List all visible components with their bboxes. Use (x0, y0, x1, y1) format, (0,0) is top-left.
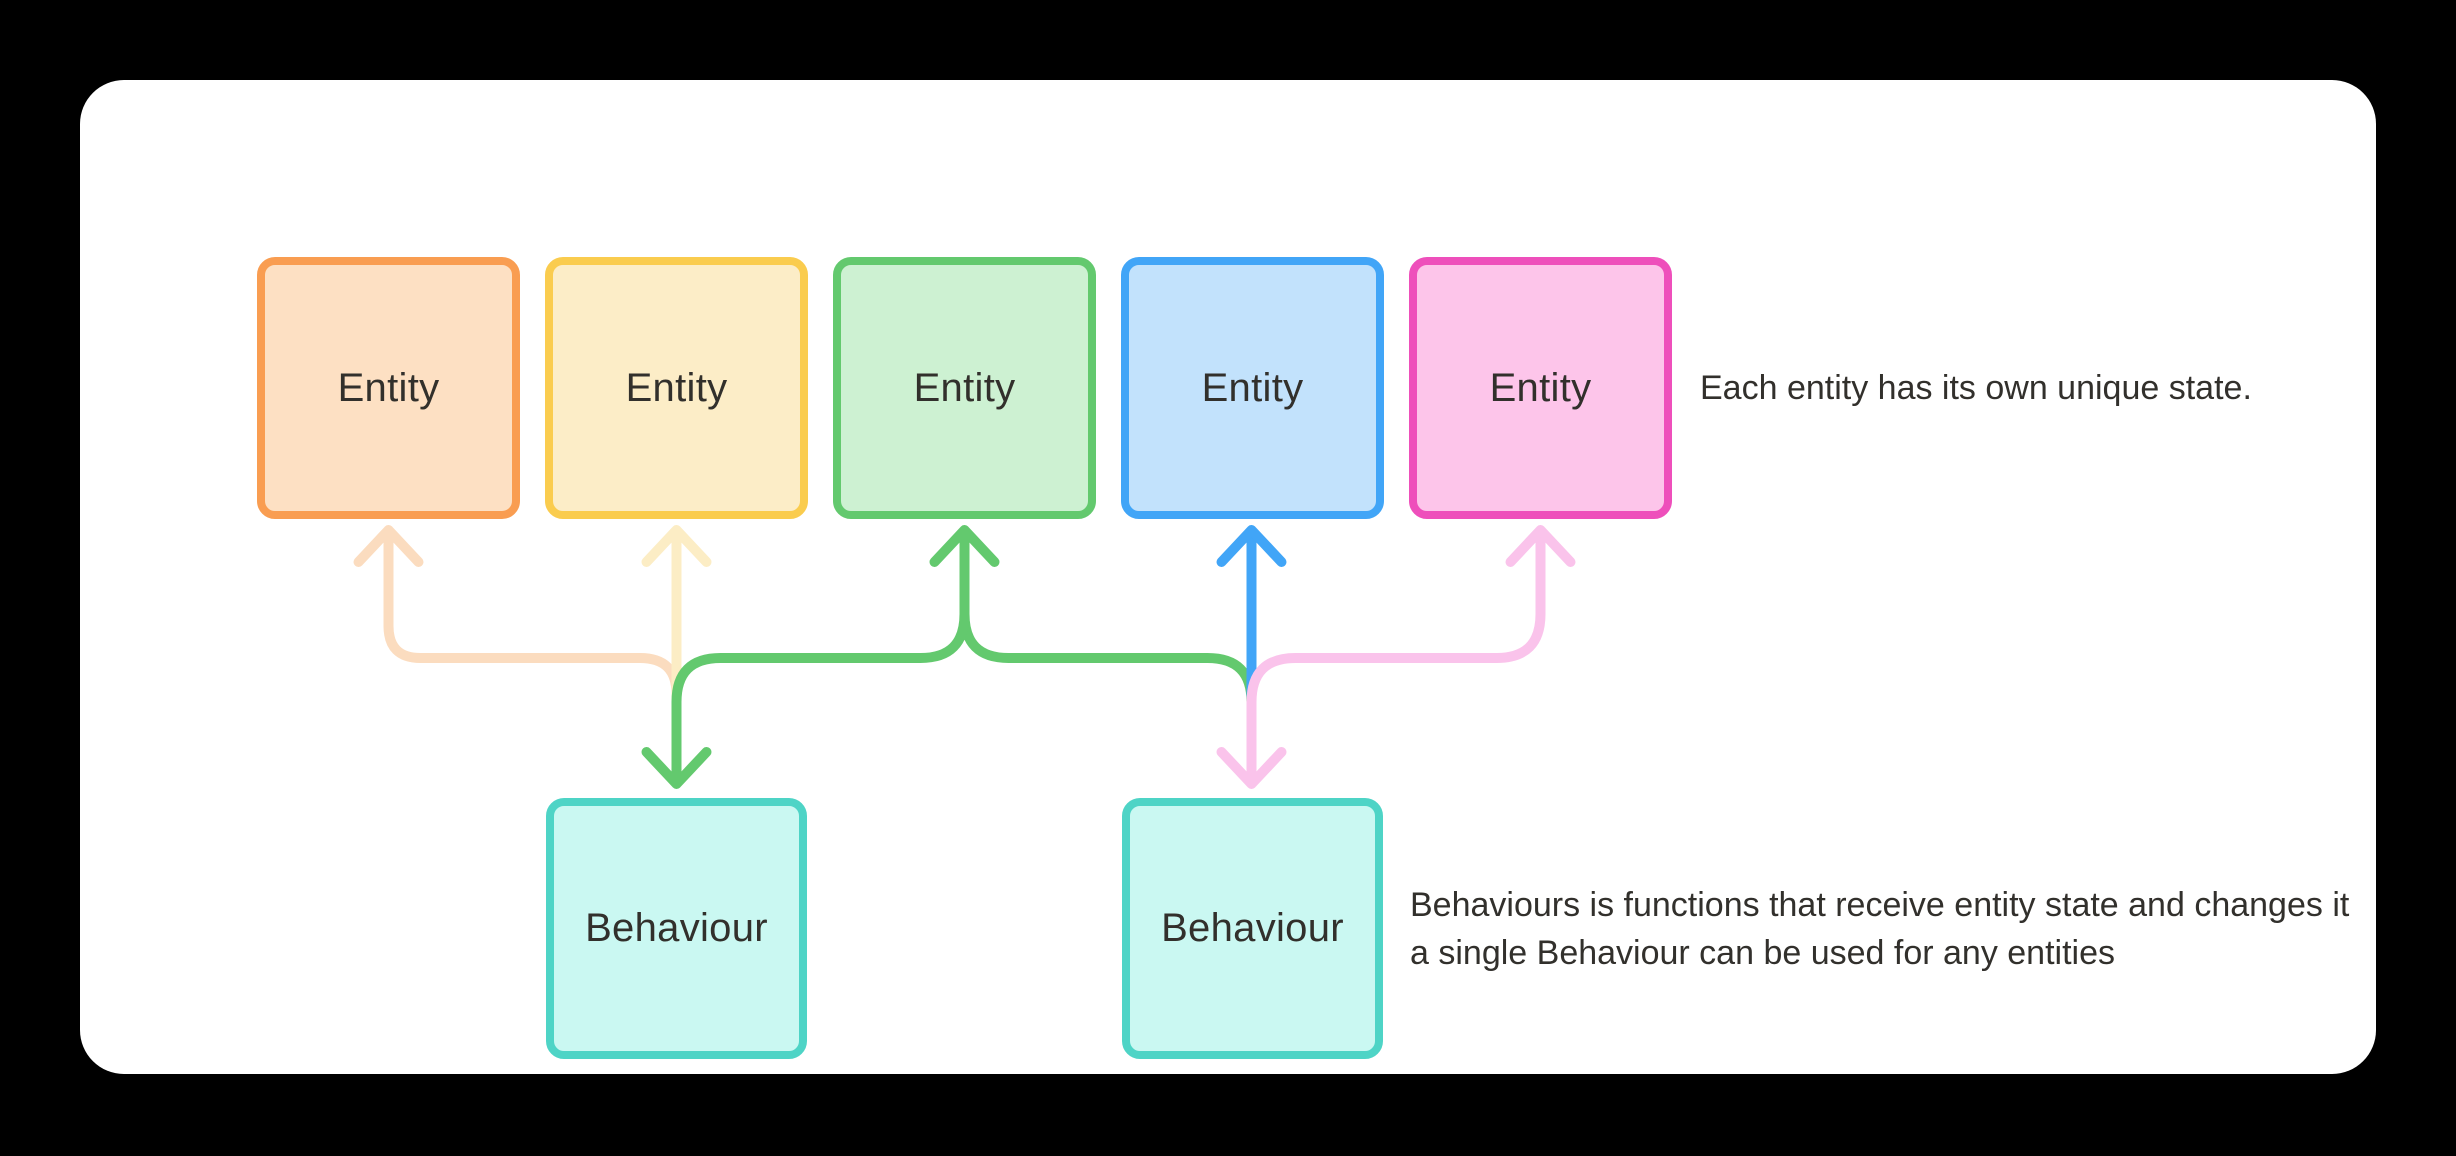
entity-box-5: Entity (1409, 257, 1672, 519)
arrow-shaft (1246, 527, 1546, 777)
arrowhead-down-icon (1216, 747, 1287, 789)
arrow-behaviour1-to-entity1 (353, 525, 682, 715)
entity-box-2: Entity (545, 257, 808, 519)
arrow-tail-right (959, 609, 1257, 729)
arrow-entity3-behaviour1 (641, 525, 1257, 789)
behaviour-label: Behaviour (1161, 906, 1344, 950)
entity-label: Entity (1201, 365, 1304, 410)
entity-note: Each entity has its own unique state. (1700, 369, 2252, 407)
entity-label: Entity (1489, 365, 1592, 410)
arrowhead-up-icon (353, 525, 424, 567)
behaviour-note-line1: Behaviours is functions that receive ent… (1410, 886, 2350, 924)
arrowhead-up-icon (1505, 525, 1576, 567)
arrowhead-up-icon (641, 525, 712, 567)
behaviour-note-line2: a single Behaviour can be used for any e… (1410, 934, 2116, 972)
arrow-entity5-behaviour2 (1216, 525, 1576, 789)
behaviour-label: Behaviour (585, 906, 768, 950)
entity-label: Entity (625, 365, 728, 410)
entity-box-4: Entity (1121, 257, 1384, 519)
arrow-shaft (383, 527, 682, 715)
arrowhead-down-icon (641, 747, 712, 789)
entity-label: Entity (913, 365, 1016, 410)
behaviour-box-2: Behaviour (1122, 798, 1383, 1059)
entity-box-3: Entity (833, 257, 1096, 519)
arrowhead-up-icon (1216, 525, 1287, 567)
arrow-behaviour2-to-entity4 (1216, 525, 1287, 701)
diagram-card: Entity Entity Entity Entity Entity Behav… (80, 80, 2376, 1074)
entity-box-1: Entity (257, 257, 520, 519)
entity-label: Entity (337, 365, 440, 410)
behaviour-note: Behaviours is functions that receive ent… (1410, 881, 2349, 977)
arrow-shaft (671, 527, 970, 777)
arrowhead-up-icon (929, 525, 1000, 567)
arrow-behaviour1-to-entity2 (641, 525, 712, 725)
behaviour-box-1: Behaviour (546, 798, 807, 1059)
